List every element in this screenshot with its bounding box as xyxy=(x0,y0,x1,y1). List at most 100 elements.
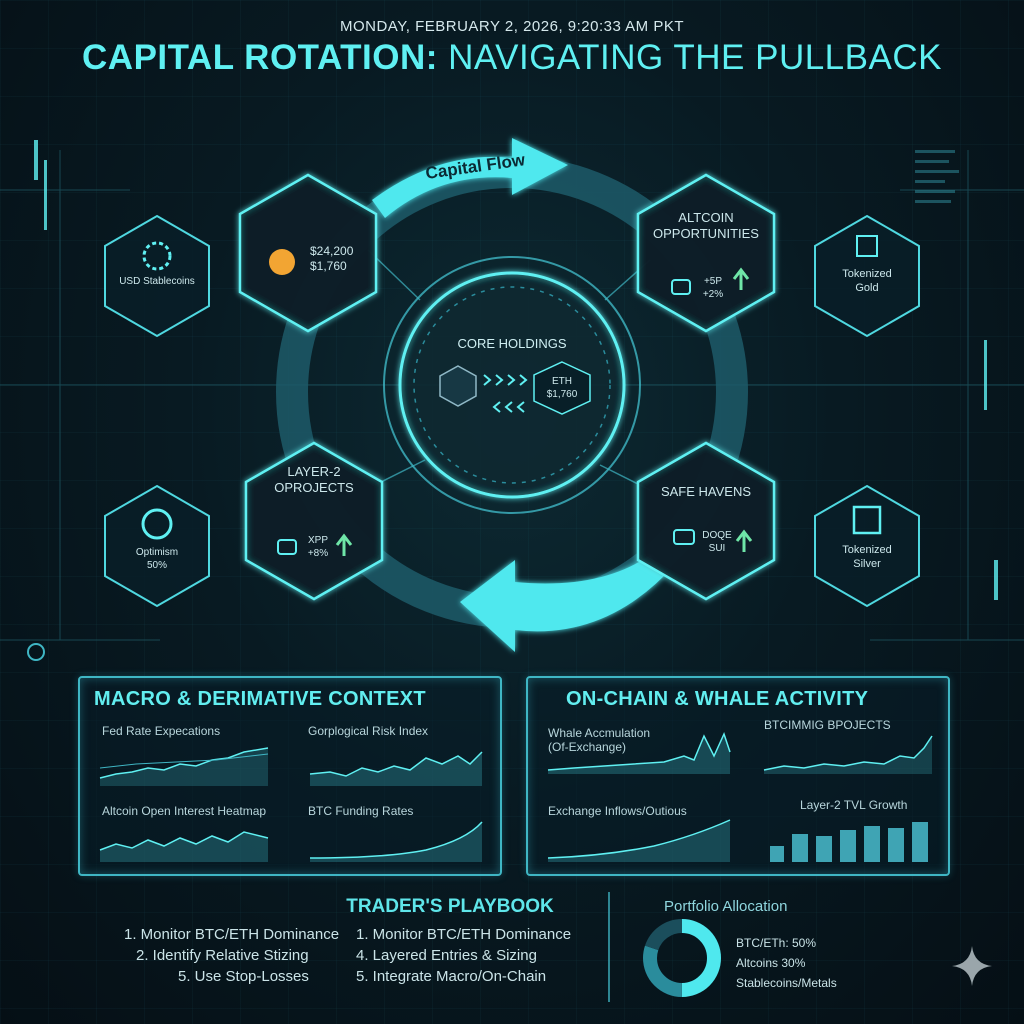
altcoin-stats: +5P +2% xyxy=(696,276,730,301)
allocation-item-2: Altcoins 30% xyxy=(736,956,806,970)
onchain-chart-title-3: Exchange Inflows/Outious xyxy=(548,804,687,818)
layer2-asset: XPP xyxy=(307,535,328,546)
core-flow-chevrons xyxy=(483,374,528,413)
allocation-slice-3 xyxy=(643,919,721,997)
silver-label-2: Silver xyxy=(853,557,881,570)
playbook-right-3: 5. Integrate Macro/On-Chain xyxy=(356,968,547,985)
onchain-chart-title-2: BTCIMMIG BPOJECTS xyxy=(764,718,891,732)
silver-icon xyxy=(852,505,882,535)
gold-label: Tokenized Gold xyxy=(827,268,907,296)
fed-rate-sparkline xyxy=(99,747,269,786)
stablecoin-gear-icon xyxy=(142,241,172,271)
btc-price-2: $1,760 xyxy=(310,259,347,273)
capital-flow-arrow-top xyxy=(372,138,568,218)
playbook-title: TRADER'S PLAYBOOK xyxy=(346,896,554,917)
funding-rates-sparkline xyxy=(309,821,483,862)
title-rest: NAVIGATING THE PULLBACK xyxy=(437,38,942,77)
hex-gold xyxy=(814,214,920,338)
playbook-right-1: 1. Monitor BTC/ETH Dominance xyxy=(356,926,572,943)
exchange-flows-sparkline xyxy=(547,819,731,862)
layer2-label-2: OPROJECTS xyxy=(274,480,354,496)
core-price: $1,760 xyxy=(546,388,578,400)
allocation-title: Portfolio Allocation xyxy=(664,898,788,915)
whale-accumulation-sparkline xyxy=(547,731,731,774)
btc-node-prices: $24,200 $1,760 xyxy=(310,244,370,274)
playbook-left-3: 5. Use Stop-Losses xyxy=(178,968,309,985)
altcoin-stat-1: +5P xyxy=(703,276,723,287)
sparkle-icon xyxy=(952,946,992,986)
core-asset: ETH xyxy=(552,376,572,387)
safe-up-arrow-icon xyxy=(735,529,753,552)
layer2-stat: +8% xyxy=(307,547,329,559)
optimism-label: Optimism 50% xyxy=(117,547,197,572)
allocation-slice-2 xyxy=(643,919,721,997)
timestamp: MONDAY, FEBRUARY 2, 2026, 9:20:33 AM PKT xyxy=(339,18,685,35)
stablecoins-label: USD Stablecoins xyxy=(119,276,195,287)
gold-label-1: Tokenized xyxy=(842,268,892,280)
onchain-chart-title-1b: (Of-Exchange) xyxy=(548,740,627,754)
layer2-stats: XPP +8% xyxy=(300,535,336,560)
gold-icon xyxy=(856,235,878,257)
macro-chart-title-2: Gorplogical Risk Index xyxy=(308,724,429,738)
allocation-item-3: Stablecoins/Metals xyxy=(736,976,837,990)
silver-label: Tokenized Silver xyxy=(827,544,907,572)
hex-stablecoins xyxy=(104,214,210,338)
altcoin-label-1: ALTCOIN xyxy=(678,210,734,225)
layer2-tvl-bars xyxy=(770,822,928,862)
hex-btc xyxy=(238,173,378,333)
gold-label-2: Gold xyxy=(855,281,879,294)
altcoin-up-arrow-icon xyxy=(732,267,750,290)
onchain-panel: ON-CHAIN & WHALE ACTIVITY Whale Accmulat… xyxy=(526,676,950,876)
layer2-node-label: LAYER-2 OPROJECTS xyxy=(254,464,374,497)
hex-layer2 xyxy=(244,441,384,601)
silver-label-1: Tokenized xyxy=(842,544,892,556)
safe-asset-2: SUI xyxy=(708,542,726,554)
title-bold: CAPITAL ROTATION: xyxy=(82,38,438,77)
onchain-chart-title-1: Whale Accmulation xyxy=(548,726,651,740)
allocation-item-1: BTC/ETh: 50% xyxy=(736,936,817,950)
playbook-left-1: 1. Monitor BTC/ETH Dominance xyxy=(124,926,340,943)
hex-silver xyxy=(814,484,920,608)
page-title: CAPITAL ROTATION: NAVIGATING THE PULLBAC… xyxy=(0,38,1024,78)
risk-index-sparkline xyxy=(309,751,483,786)
safe-asset-1: DOQE xyxy=(702,530,732,541)
layer2-label-1: LAYER-2 xyxy=(287,464,341,479)
layer2-up-arrow-icon xyxy=(335,533,353,556)
safe-havens-assets: DOQE SUI xyxy=(700,530,734,555)
onchain-panel-title: ON-CHAIN & WHALE ACTIVITY xyxy=(566,688,869,710)
altcoin-label-2: OPPORTUNITIES xyxy=(653,226,759,242)
capital-flow-arrow-bottom xyxy=(460,555,665,652)
allocation-donut xyxy=(643,919,721,997)
hex-core-coin xyxy=(439,365,477,407)
core-eth: ETH $1,760 xyxy=(538,376,586,401)
core-holdings-label: CORE HOLDINGS xyxy=(457,336,567,351)
safe-havens-label: SAFE HAVENS xyxy=(660,484,752,499)
macro-chart-title-1: Fed Rate Expecations xyxy=(102,724,221,738)
macro-chart-title-3: Altcoin Open Interest Heatmap xyxy=(102,804,267,818)
bitcoin-icon xyxy=(269,249,295,275)
safe-chip-icon xyxy=(673,529,695,545)
macro-panel-title: MACRO & DERIMATIVE CONTEXT xyxy=(94,688,426,710)
playbook-right-2: 4. Layered Entries & Sizing xyxy=(356,947,537,964)
altcoin-node-label: ALTCOIN OPPORTUNITIES xyxy=(646,210,766,243)
optimism-label-2: 50% xyxy=(146,559,167,571)
onchain-chart-title-4: Layer-2 TVL Growth xyxy=(800,798,908,812)
hex-optimism xyxy=(104,484,210,608)
btc-projects-sparkline xyxy=(763,735,933,774)
core-circle xyxy=(398,271,626,499)
dollar-gear-icon xyxy=(141,508,173,540)
macro-chart-title-4: BTC Funding Rates xyxy=(308,804,414,818)
hex-core-eth xyxy=(533,361,591,415)
btc-price-1: $24,200 xyxy=(310,244,354,258)
macro-panel: MACRO & DERIMATIVE CONTEXT Fed Rate Expe… xyxy=(78,676,502,876)
altcoin-chip-icon xyxy=(671,279,691,295)
playbook-divider xyxy=(608,892,610,1002)
altcoin-stat-2: +2% xyxy=(702,288,724,300)
playbook-left-2: 2. Identify Relative Stizing xyxy=(136,947,309,964)
open-interest-sparkline xyxy=(99,831,269,862)
optimism-label-1: Optimism xyxy=(135,547,179,558)
layer2-chip-icon xyxy=(277,539,297,555)
hex-safe-havens xyxy=(636,441,776,601)
